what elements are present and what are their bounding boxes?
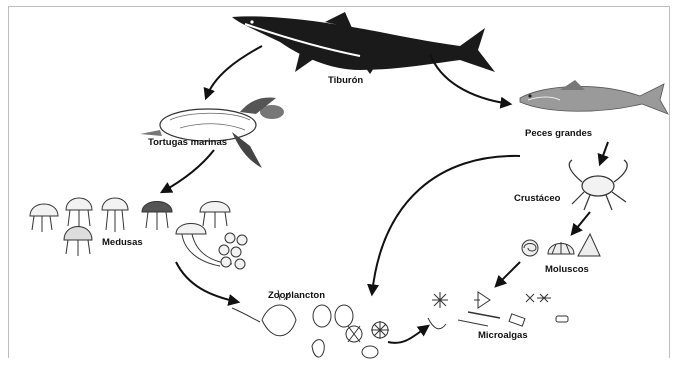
- arrow-mollusks-to-microalgae: [496, 262, 520, 286]
- arrow-shark-to-turtles: [206, 46, 262, 98]
- label-shark: Tiburón: [328, 75, 363, 86]
- label-microalgae: Microalgas: [478, 330, 528, 341]
- crab-illustration: [569, 160, 627, 210]
- label-big-fish: Peces grandes: [525, 128, 592, 139]
- mollusk-shells-illustration: [522, 234, 600, 256]
- label-crustacean: Crustáceo: [514, 193, 561, 204]
- jellyfish-illustration: [30, 198, 247, 269]
- microalgae-illustration: [428, 292, 568, 329]
- big-fish-illustration: [520, 80, 668, 114]
- arrow-zooplankton-to-microalgae: [388, 326, 428, 343]
- label-jellyfish: Medusas: [102, 237, 143, 248]
- shark-illustration: [232, 12, 495, 74]
- arrow-turtles-to-jellyfish: [162, 150, 214, 192]
- sea-turtle-illustration: [140, 98, 284, 168]
- label-zooplankton: Zooplancton: [268, 290, 325, 301]
- arrow-big-fish-to-crustacean: [600, 142, 608, 164]
- arrow-crustacean-to-zooplankton: [372, 156, 520, 294]
- arrow-crustacean-to-mollusks: [572, 212, 590, 234]
- label-turtles: Tortugas marinas: [148, 137, 227, 148]
- arrow-jellyfish-to-zooplankton: [176, 262, 238, 302]
- label-mollusks: Moluscos: [545, 264, 589, 275]
